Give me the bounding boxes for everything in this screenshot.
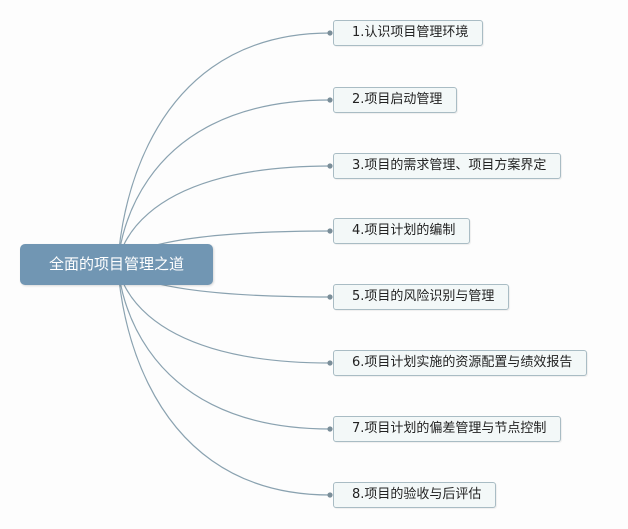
subtopic-5-label: 5.项目的风险识别与管理 <box>352 289 495 304</box>
subtopic-4-label: 4.项目计划的编制 <box>352 223 456 238</box>
subtopic-8-label: 8.项目的验收与后评估 <box>352 487 482 502</box>
subtopic-3-label: 3.项目的需求管理、项目方案界定 <box>352 158 547 173</box>
subtopic-2-label: 2.项目启动管理 <box>352 92 443 107</box>
subtopic-1-label: 1.认识项目管理环境 <box>352 25 469 40</box>
subtopic-8[interactable]: 8.项目的验收与后评估 <box>333 482 497 508</box>
subtopic-6[interactable]: 6.项目计划实施的资源配置与绩效报告 <box>333 350 588 376</box>
subtopic-3[interactable]: 3.项目的需求管理、项目方案界定 <box>333 153 562 179</box>
branch-endpoint-dot-1 <box>327 30 333 36</box>
subtopic-5[interactable]: 5.项目的风险识别与管理 <box>333 284 510 310</box>
branch-endpoint-dot-2 <box>327 97 333 103</box>
subtopic-7-label: 7.项目计划的偏差管理与节点控制 <box>352 421 547 436</box>
branch-line-1 <box>117 32 331 265</box>
branch-line-2 <box>117 99 331 265</box>
subtopic-1[interactable]: 1.认识项目管理环境 <box>333 20 484 46</box>
branch-endpoint-dot-3 <box>327 163 333 169</box>
branch-endpoint-dot-8 <box>327 492 333 498</box>
subtopic-7[interactable]: 7.项目计划的偏差管理与节点控制 <box>333 416 562 442</box>
branch-line-7 <box>117 264 331 430</box>
subtopic-6-label: 6.项目计划实施的资源配置与绩效报告 <box>352 355 573 370</box>
branch-endpoint-dot-4 <box>327 228 333 234</box>
branch-endpoint-dot-7 <box>327 426 333 432</box>
branch-line-8 <box>117 264 331 496</box>
branch-endpoint-dot-6 <box>327 360 333 366</box>
root-topic[interactable]: 全面的项目管理之道 <box>20 244 213 285</box>
root-topic-label: 全面的项目管理之道 <box>48 255 184 273</box>
subtopic-2[interactable]: 2.项目启动管理 <box>333 87 458 113</box>
subtopic-4[interactable]: 4.项目计划的编制 <box>333 218 471 244</box>
branch-endpoint-dot-5 <box>327 294 333 300</box>
